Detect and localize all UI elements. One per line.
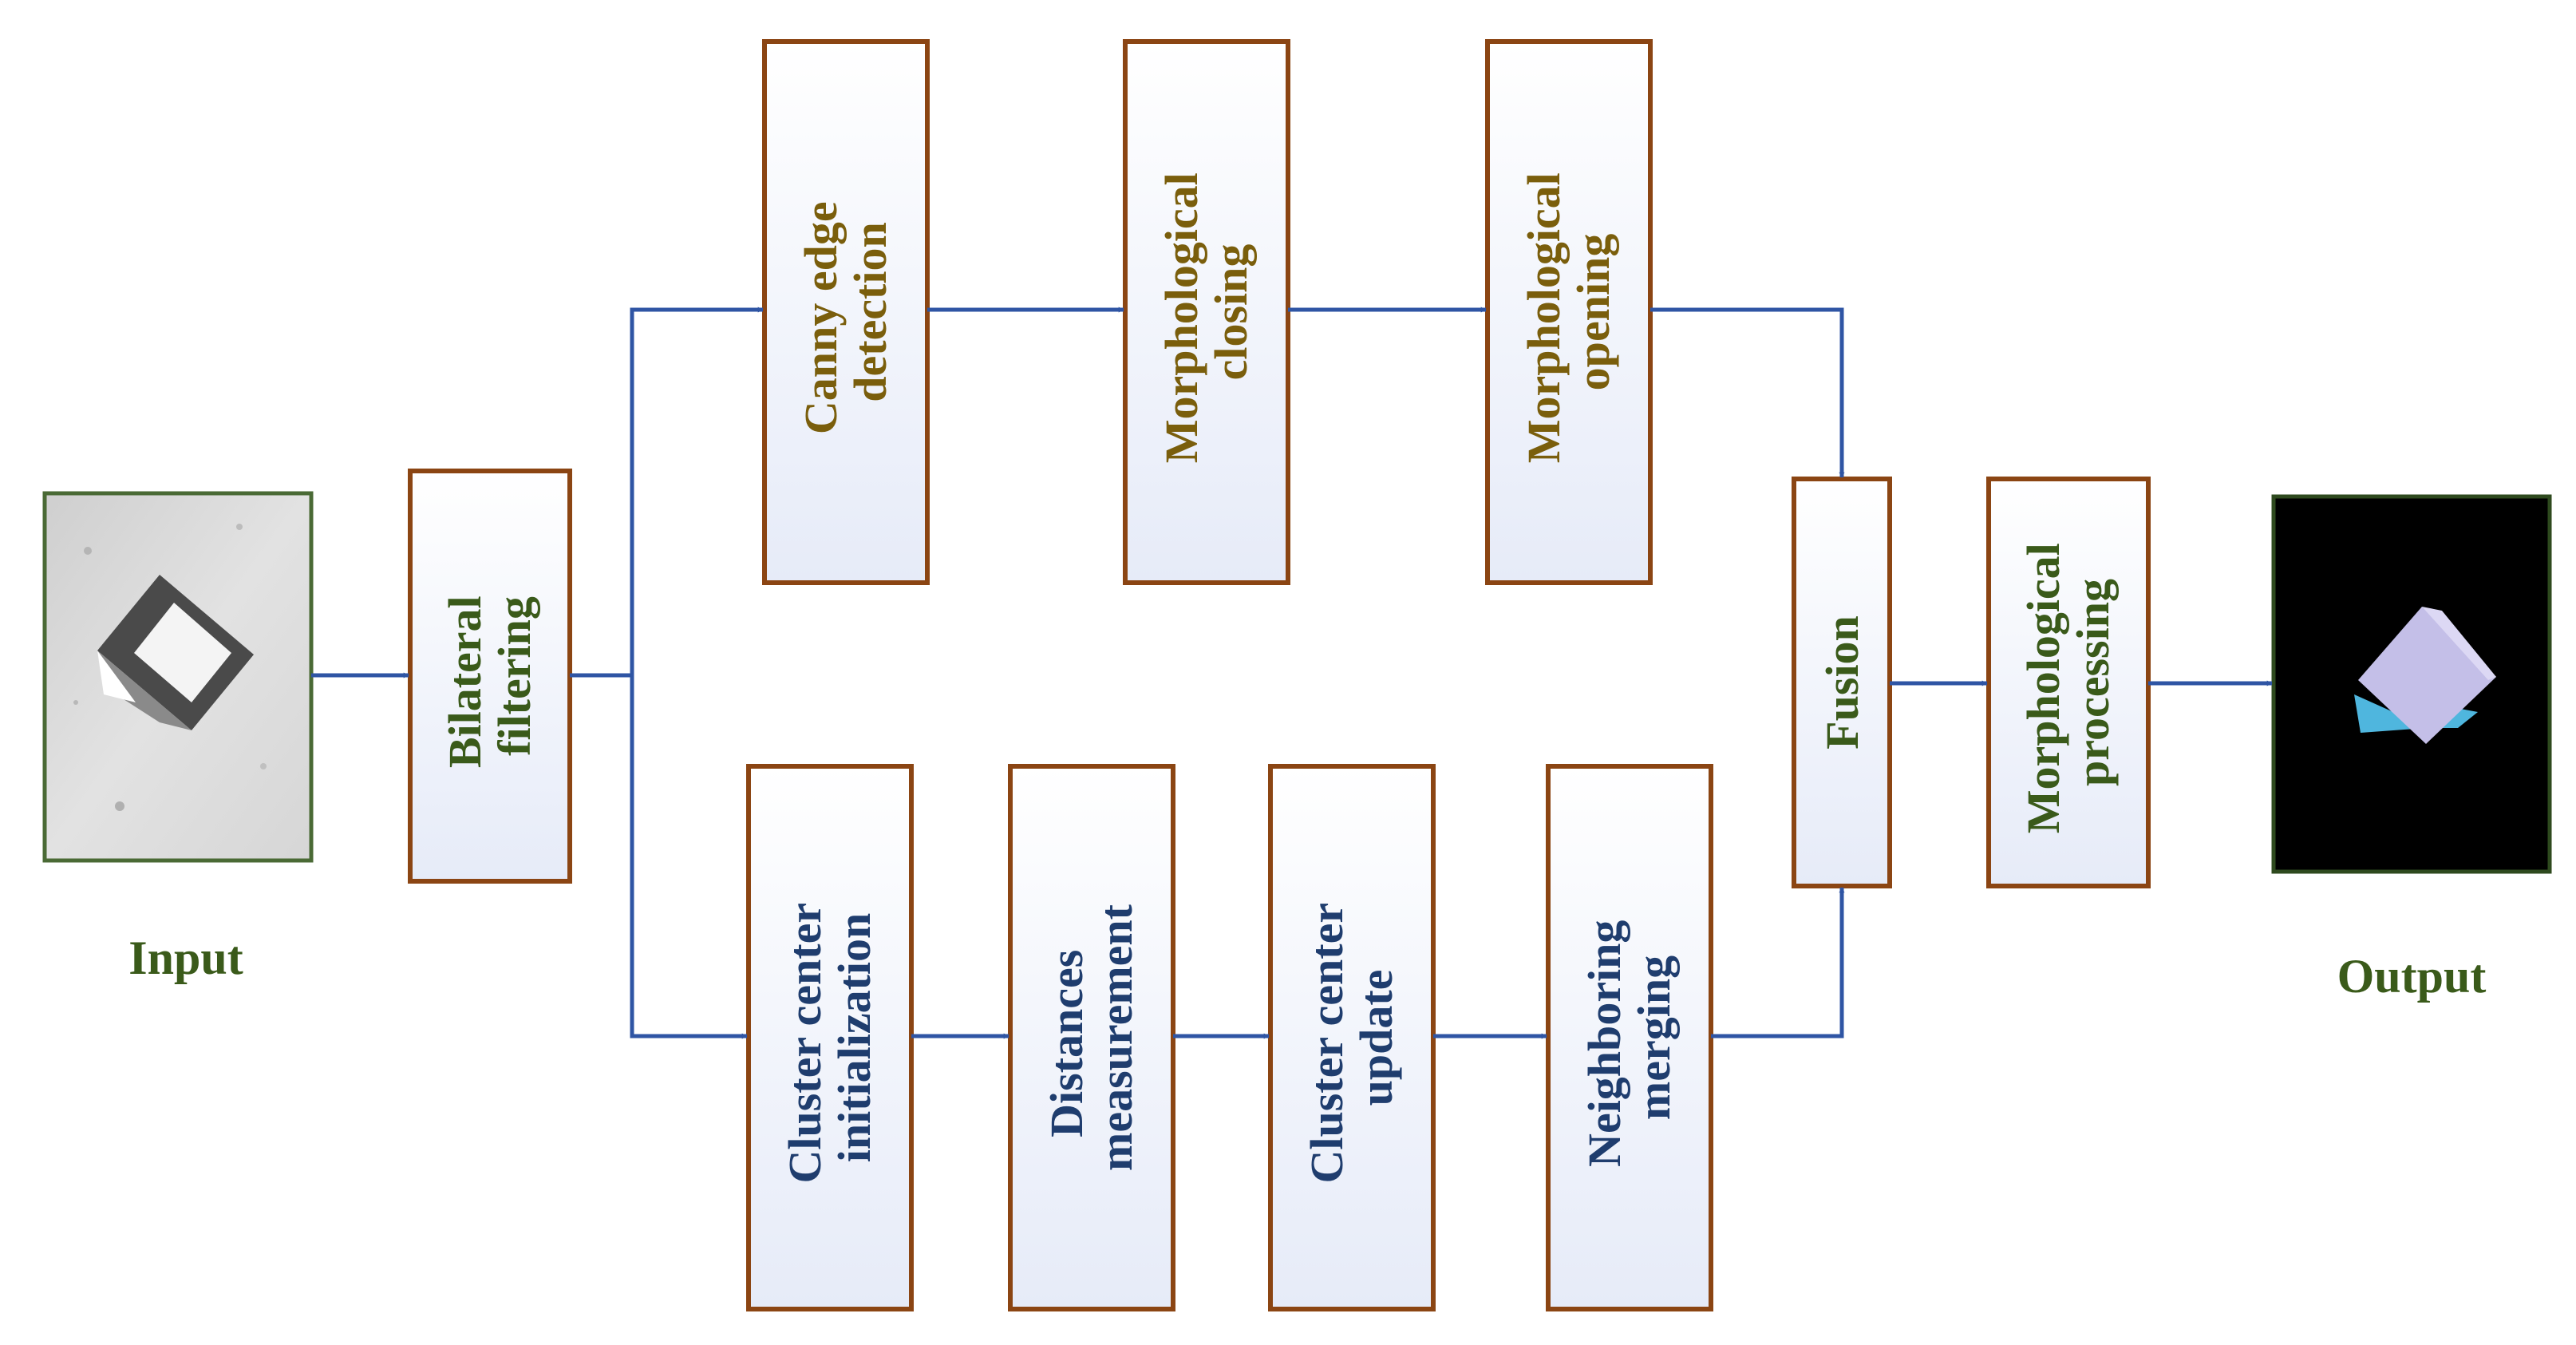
arrow-split-to-canny	[630, 307, 764, 675]
fusion-label: Fusion	[1816, 615, 1868, 750]
bilateral-label-line-2: filtering	[488, 596, 540, 756]
canny-label-line-2: detection	[844, 222, 896, 402]
morphological-closing-box	[1123, 39, 1290, 585]
opening-label-line-2: opening	[1567, 234, 1619, 391]
svg-text:Cluster center update: Cluster center update	[1301, 892, 1402, 1183]
arrow-neighboring-to-fusion	[1711, 887, 1845, 1038]
cluster-update-label-line-2: update	[1350, 970, 1402, 1106]
svg-text:Morphological processing: Morphological processing	[2017, 532, 2119, 834]
arrow-opening-to-fusion	[1650, 307, 1845, 478]
output-image	[2271, 494, 2552, 874]
morphological-processing-box	[1986, 477, 2151, 888]
neighboring-merging-box	[1546, 764, 1713, 1311]
distances-measurement-box	[1008, 764, 1175, 1311]
morph-processing-label-line-2: processing	[2067, 579, 2119, 786]
distances-label-line-1: Distances	[1041, 950, 1092, 1137]
cluster-update-label-line-1: Cluster center	[1301, 904, 1353, 1184]
neighboring-label-line-1: Neighboring	[1578, 920, 1630, 1167]
bilateral-label-line-1: Bilateral	[439, 595, 491, 768]
cluster-init-label-line-1: Cluster center	[779, 904, 831, 1184]
svg-text:Canny edge detection: Canny edge detection	[795, 190, 896, 434]
neighboring-label-line-2: merging	[1628, 955, 1680, 1120]
cluster-init-label-line-2: initialization	[828, 913, 880, 1163]
morph-processing-label-line-1: Morphological	[2017, 543, 2069, 833]
canny-edge-detection-box	[762, 39, 930, 585]
svg-text:Fusion: Fusion	[1816, 615, 1868, 750]
svg-text:Morphological closing: Morphological closing	[1156, 161, 1257, 464]
output-label: Output	[2337, 950, 2487, 1003]
svg-text:Morphological opening: Morphological opening	[1518, 161, 1619, 464]
morphological-opening-box	[1485, 39, 1653, 585]
distances-label-line-2: measurement	[1090, 904, 1142, 1171]
closing-label-line-1: Morphological	[1156, 172, 1207, 463]
opening-label-line-1: Morphological	[1518, 172, 1570, 463]
svg-text:Bilateral filtering: Bilateral filtering	[439, 584, 540, 768]
input-label: Input	[128, 932, 243, 984]
svg-text:Cluster center initializ: Cluster center initialization	[779, 892, 880, 1183]
canny-label-line-1: Canny edge	[795, 201, 847, 434]
closing-label-line-2: closing	[1205, 244, 1257, 381]
arrow-split-to-cluster-init	[630, 675, 748, 1039]
svg-text:Distances measurement: Distances measurement	[1041, 904, 1142, 1171]
svg-text:Neighboring merging: Neighboring merging	[1578, 908, 1680, 1167]
input-image	[42, 491, 314, 863]
